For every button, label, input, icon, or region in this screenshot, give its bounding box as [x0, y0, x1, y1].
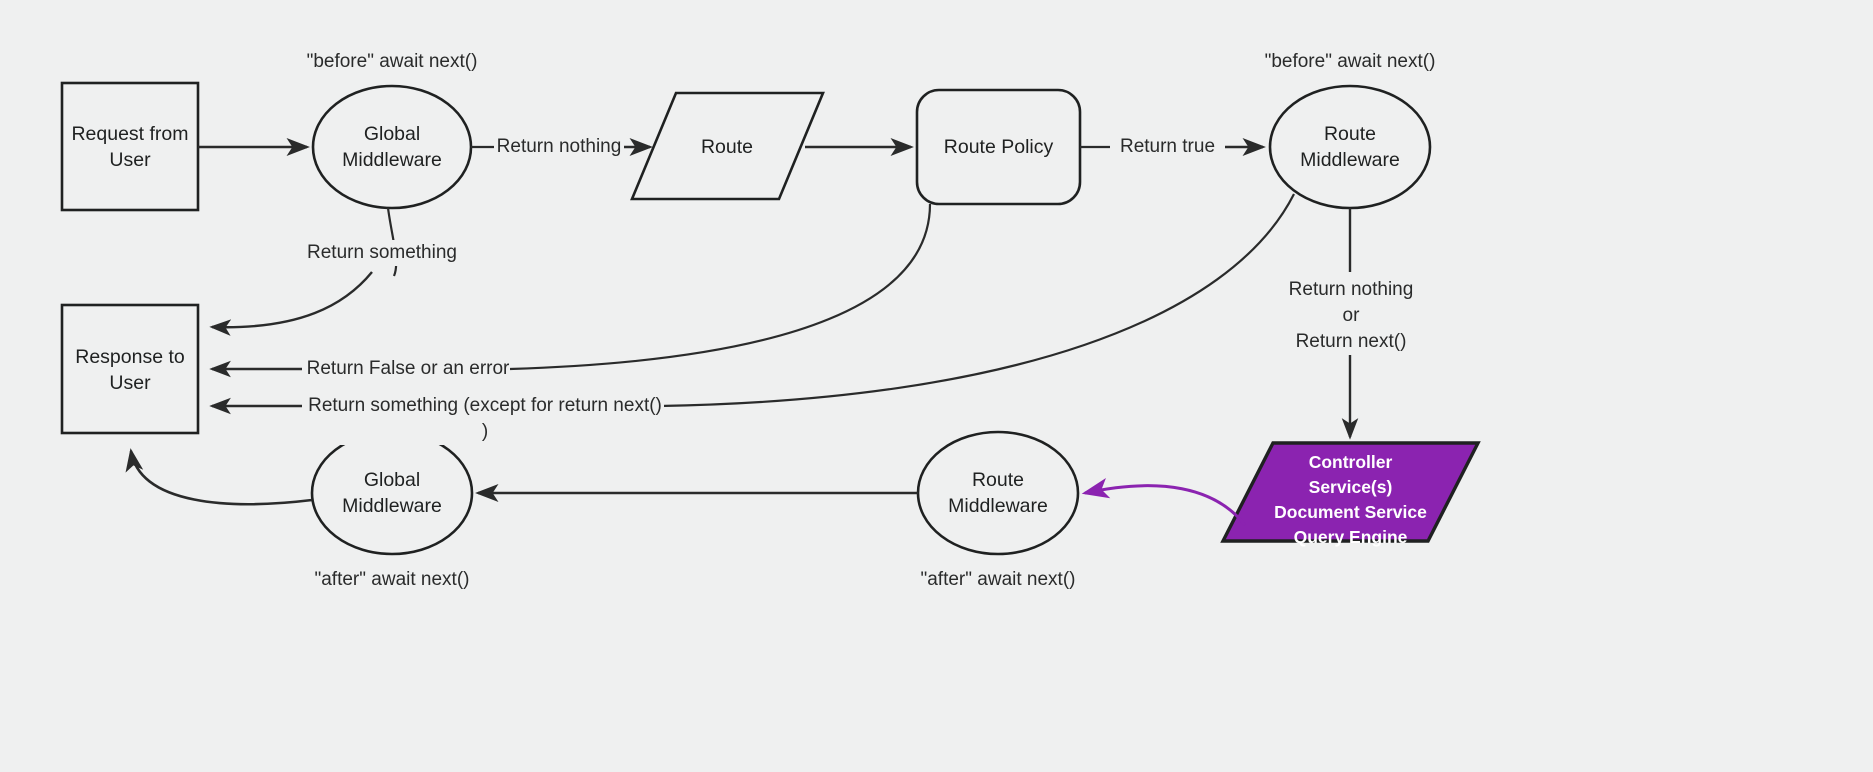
node-route-policy[interactable]	[915, 88, 1082, 206]
node-route[interactable]	[630, 91, 825, 201]
node-global-middleware-top[interactable]	[311, 84, 473, 210]
node-label-controller-services: Controller Service(s) Document Service Q…	[1274, 452, 1427, 547]
edge-label-return-true: Return true	[1110, 134, 1225, 160]
annotation-before-await-next-route: "before" await next()	[1264, 51, 1436, 72]
edge-route-middleware-to-response-curve	[659, 193, 1295, 408]
node-controller-services[interactable]	[1220, 441, 1481, 543]
edge-global-middleware-to-response-tail	[209, 271, 373, 336]
edge-controller-to-route-middleware-bottom	[1081, 477, 1247, 526]
annotation-after-await-next-route: "after" await next()	[920, 569, 1076, 590]
annotation-before-await-next-global: "before" await next()	[306, 51, 478, 72]
edge-route-policy-to-response-curve	[509, 203, 932, 371]
edge-label-return-nothing: Return nothing	[494, 134, 624, 160]
edge-label-return-nothing-or-return-next: Return nothing or Return next()	[1270, 277, 1432, 355]
node-route-middleware-bottom[interactable]	[916, 430, 1080, 556]
edge-global-middleware-bottom-to-response	[125, 448, 313, 506]
node-route-middleware-top[interactable]	[1268, 84, 1432, 210]
node-request-from-user[interactable]	[60, 81, 200, 212]
annotation-after-await-next-global: "after" await next()	[314, 569, 470, 590]
node-global-middleware-bottom[interactable]	[310, 430, 474, 556]
edge-label-return-false-or-error: Return False or an error	[306, 356, 510, 382]
node-response-to-user[interactable]	[60, 303, 200, 435]
edge-label-return-something: Return something	[307, 240, 457, 266]
edge-label-return-something-except-next: Return something (except for return next…	[306, 393, 664, 445]
